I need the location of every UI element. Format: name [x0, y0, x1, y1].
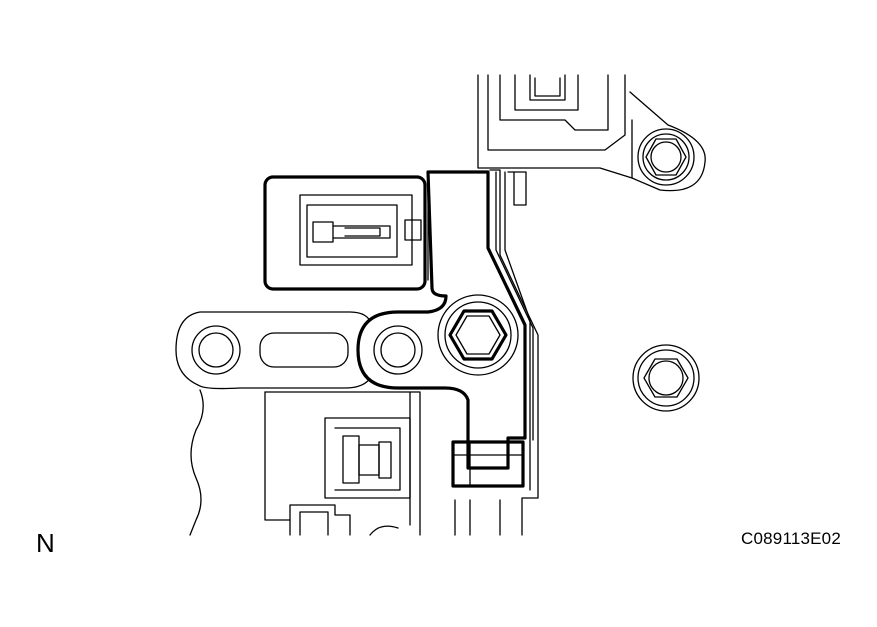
upper-housing [477, 74, 706, 192]
guide-plate [454, 169, 539, 536]
bolt-right-middle [632, 344, 700, 412]
bracket-clip [451, 440, 525, 488]
sensor-bracket [356, 170, 534, 470]
lower-connector [289, 417, 411, 536]
bolt-upper-right [637, 128, 695, 186]
sensor-connector [263, 175, 429, 291]
view-letter-label: N [36, 528, 55, 558]
figure-code-label: C089113E02 [741, 529, 841, 548]
